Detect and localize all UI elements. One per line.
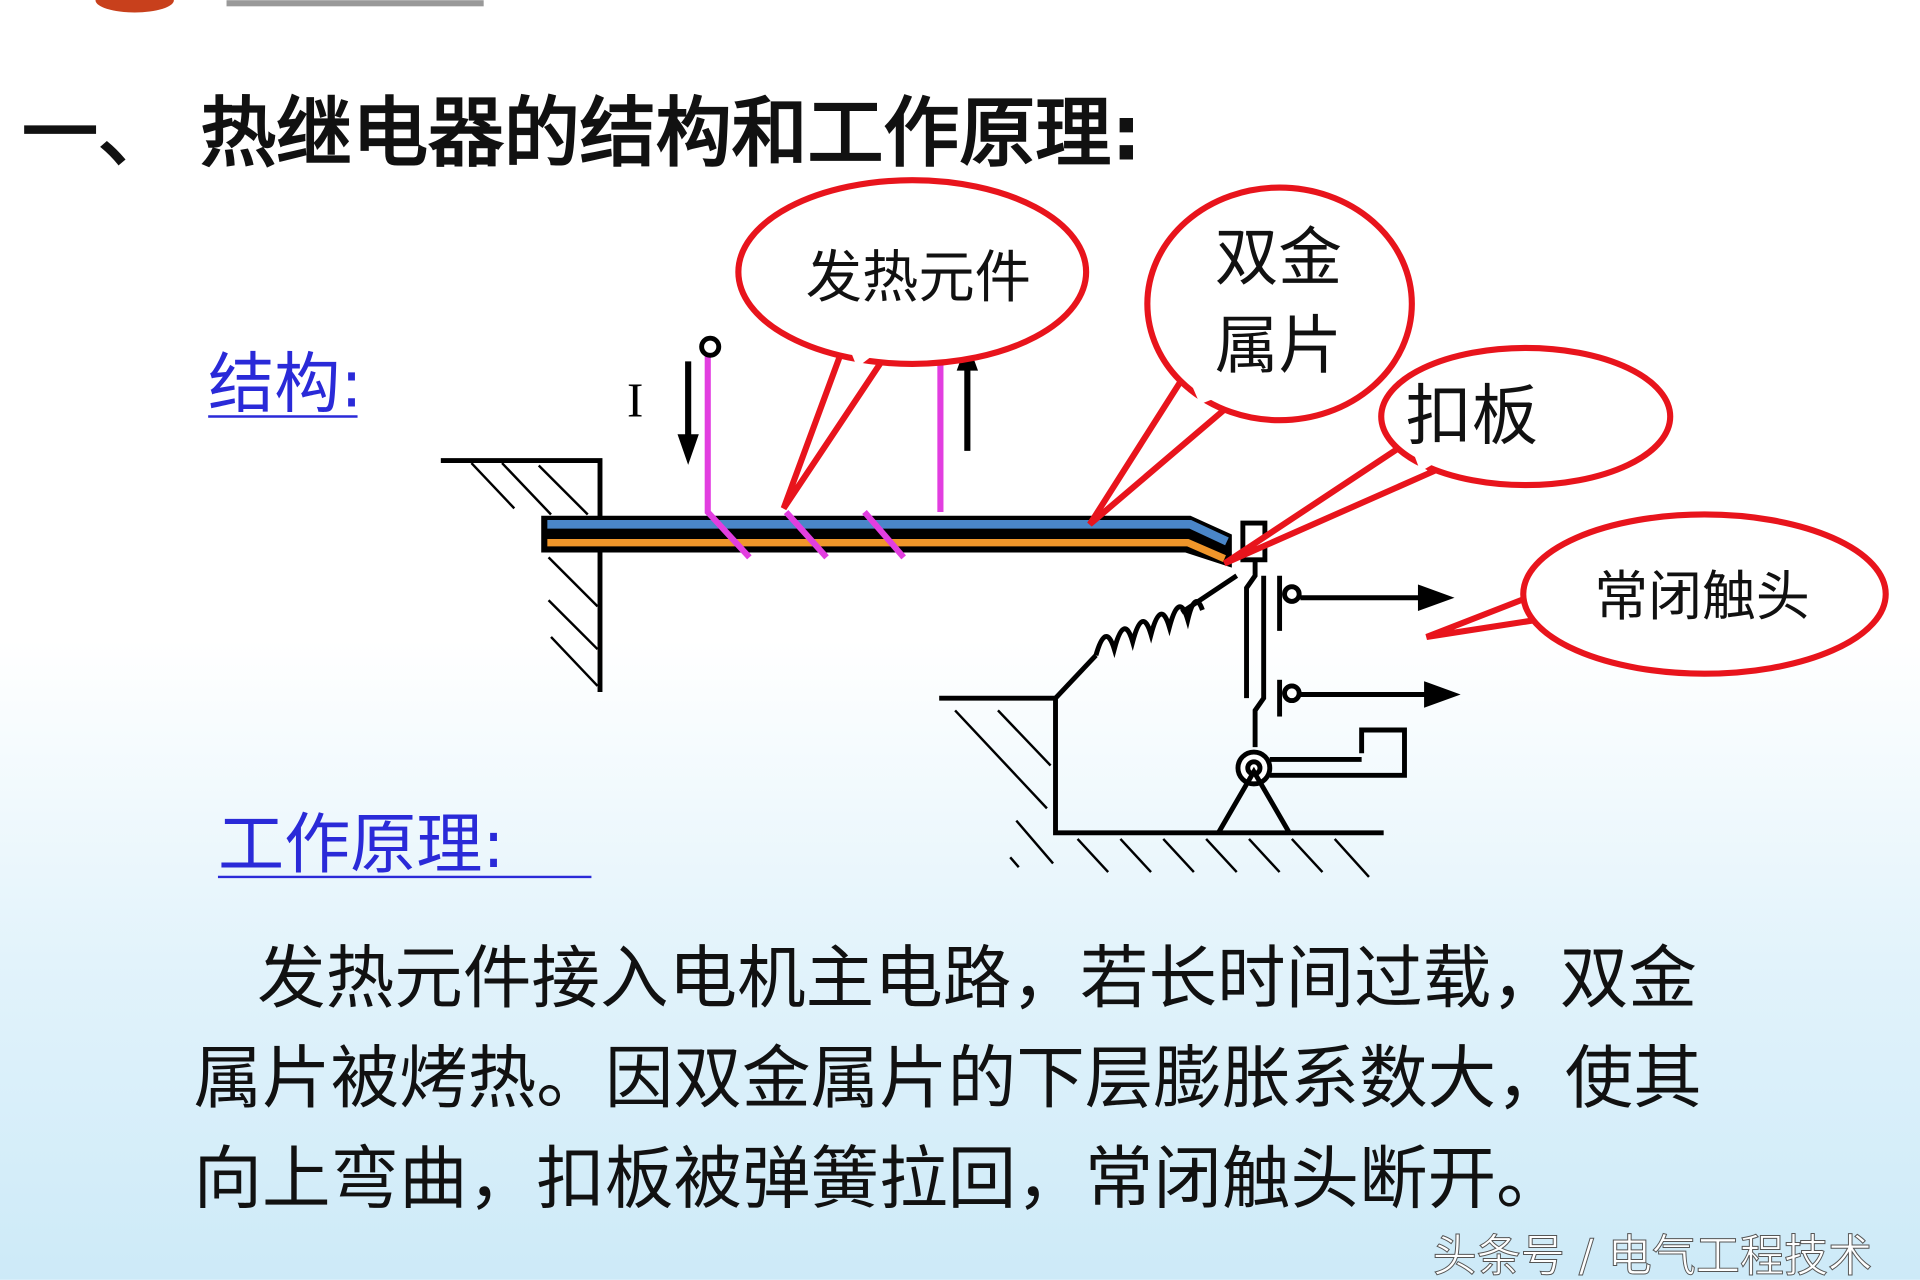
right-base: [939, 695, 1384, 878]
callout-heating-element: 发热元件: [735, 177, 1090, 511]
callout-bimetal: 双金 属片: [1087, 184, 1415, 527]
principle-label[interactable]: 工作原理:: [218, 806, 505, 883]
body-line-2: 属片被烤热。因双金属片的下层膨胀系数大，使其: [193, 1039, 1701, 1119]
logo: [95, 0, 484, 13]
callout-bimetal-line2: 属片: [1215, 310, 1342, 384]
spring: [1053, 573, 1239, 700]
callout-bimetal-line1: 双金: [1215, 221, 1342, 295]
heating-element: [704, 355, 944, 560]
callout-heating-element-label: 发热元件: [806, 246, 1031, 311]
body-line-3: 向上弯曲，扣板被弹簧拉回，常闭触头断开。: [193, 1140, 1564, 1220]
structure-label[interactable]: 结构:: [208, 346, 362, 423]
callout-latch-plate: 扣板: [1222, 344, 1674, 567]
callout-nc-contact: 常闭触头: [1425, 511, 1889, 677]
callout-nc-contact-label: 常闭触头: [1594, 565, 1809, 628]
page-title: 一、 热继电器的结构和工作原理:: [22, 89, 1141, 177]
left-support: [440, 458, 603, 693]
latch-plate: [1240, 520, 1268, 748]
current-down-arrow-icon: [677, 361, 699, 465]
nc-contacts: [1277, 575, 1461, 717]
watermark: 头条号 / 电气工程技术: [1433, 1231, 1873, 1280]
current-label: I: [627, 373, 643, 428]
terminal-left: [699, 335, 722, 358]
pivot: [1216, 727, 1407, 835]
relay-diagram: [440, 335, 1461, 878]
body-line-1: 发热元件接入电机主电路，若长时间过载，双金: [257, 939, 1697, 1019]
callout-latch-plate-label: 扣板: [1406, 378, 1538, 455]
